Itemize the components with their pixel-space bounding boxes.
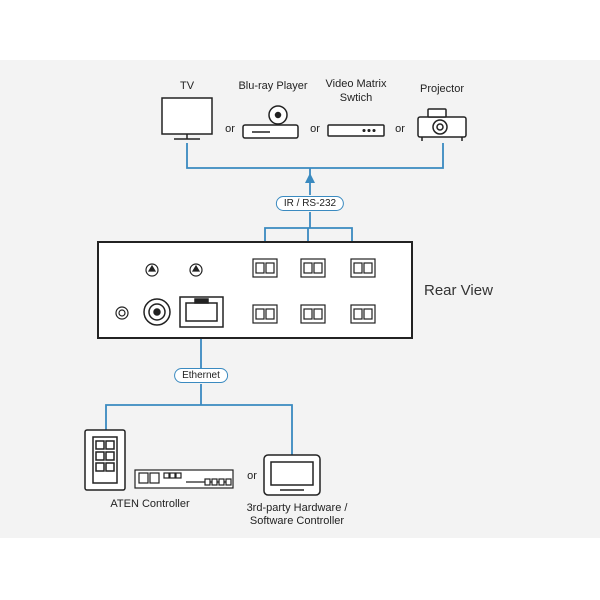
rear-view-label: Rear View — [424, 282, 493, 299]
arrow-up-icon — [305, 173, 315, 183]
third-party-label-line1: 3rd-party Hardware / — [246, 502, 348, 514]
bluray-label: Blu-ray Player — [238, 80, 308, 92]
ir-rs232-label: IR / RS-232 — [275, 196, 345, 211]
matrix-switch-icon — [327, 124, 385, 137]
rj45-port-icon — [179, 296, 224, 328]
projector-label: Projector — [419, 83, 465, 95]
bottom-connection-lines — [105, 330, 293, 455]
tv-label: TV — [179, 80, 195, 92]
aten-controller-label: ATEN Controller — [110, 498, 190, 510]
rear-panel — [97, 241, 413, 339]
terminal-blocks-bottom — [252, 304, 376, 324]
tv-icon — [161, 97, 213, 140]
or-label-3: or — [395, 123, 405, 135]
matrix-label-line1: Video Matrix — [325, 78, 387, 90]
ground-screw-icon — [115, 306, 129, 320]
projector-icon — [417, 108, 467, 141]
or-label-4: or — [247, 470, 257, 482]
power-jack-icon — [143, 298, 171, 326]
or-label-1: or — [225, 123, 235, 135]
ir-receiver-icon — [145, 263, 203, 277]
third-party-panel-icon — [263, 454, 321, 496]
aten-controller-icon — [134, 469, 234, 489]
matrix-label-line2: Swtich — [339, 92, 373, 104]
bluray-player-icon — [242, 105, 299, 139]
ethernet-label: Ethernet — [174, 368, 228, 383]
terminal-blocks-top — [252, 258, 376, 278]
third-party-label-line2: Software Controller — [249, 515, 345, 527]
or-label-2: or — [310, 123, 320, 135]
aten-keypad-icon — [84, 429, 126, 491]
